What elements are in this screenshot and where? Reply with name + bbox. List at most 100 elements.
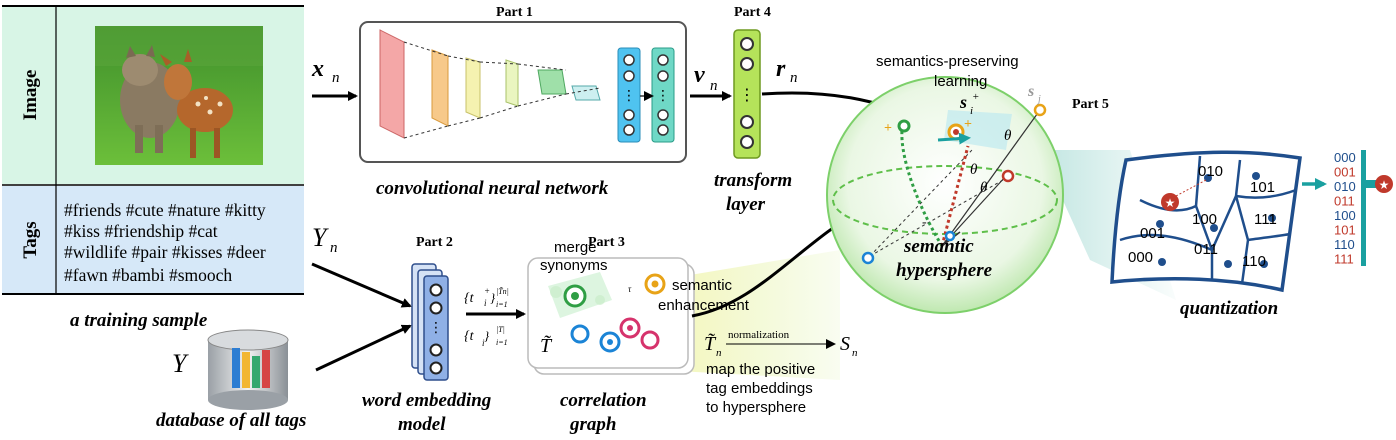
- svg-text:}: }: [490, 290, 496, 305]
- code-100: 100: [1334, 208, 1356, 223]
- part5-label: Part 5: [1072, 97, 1109, 112]
- svg-text:-: -: [922, 215, 927, 230]
- tag-line-2: #kiss #friendship #cat: [64, 221, 218, 241]
- code-bracket: ★: [1361, 150, 1393, 266]
- sp-learning-label-1: semantics-preserving: [876, 53, 1019, 70]
- svg-text:011: 011: [1194, 241, 1218, 258]
- svg-text:⋮: ⋮: [739, 87, 755, 104]
- map-note-2: tag embeddings: [706, 380, 813, 397]
- semantic-hypersphere: + + -: [826, 76, 1064, 314]
- tag-line-4: #fawn #bambi #smooch: [64, 265, 232, 285]
- semantic-caption-2: hypersphere: [896, 260, 993, 281]
- svg-text:+: +: [884, 121, 892, 136]
- quantization-cell-codes: 010 101 001 100 111 000 011 110: [1128, 163, 1277, 270]
- v-n-label: v n: [694, 62, 718, 94]
- svg-text:110: 110: [1242, 253, 1266, 270]
- svg-text:★: ★: [1379, 178, 1390, 192]
- correlation-graph: [527, 257, 695, 375]
- quantization-cells: ★: [1110, 150, 1302, 293]
- svg-text:111: 111: [1254, 211, 1277, 228]
- svg-text:010: 010: [1198, 163, 1223, 180]
- svg-text:{t: {t: [464, 329, 475, 344]
- code-010: 010: [1334, 179, 1356, 194]
- svg-text:i=1: i=1: [496, 338, 508, 347]
- svg-text:000: 000: [1128, 249, 1153, 266]
- part1-label: Part 1: [496, 5, 533, 20]
- svg-text:i: i: [970, 105, 973, 117]
- merge-label-2: synonyms: [540, 257, 608, 274]
- y-n-label: Y n: [312, 223, 338, 256]
- word-embedding-caption-2: model: [398, 414, 446, 435]
- svg-text:s: s: [959, 92, 967, 112]
- s-j-label: s j: [1027, 83, 1041, 105]
- svg-text:★: ★: [1165, 196, 1176, 210]
- correlation-caption-2: graph: [569, 414, 616, 435]
- svg-text:s: s: [1027, 83, 1034, 100]
- svg-text:n: n: [330, 240, 338, 256]
- svg-text:101: 101: [1250, 179, 1275, 196]
- svg-text:v: v: [694, 62, 705, 88]
- part4-label: Part 4: [734, 5, 771, 20]
- y-all-label: Y: [172, 349, 189, 378]
- cnn-layers: ⋮ ⋮: [379, 29, 675, 143]
- semantic-caption-1: semantic: [903, 236, 974, 257]
- training-sample-caption: a training sample: [70, 310, 208, 331]
- svg-text:⋮: ⋮: [622, 87, 636, 103]
- svg-text:001: 001: [1140, 225, 1165, 242]
- svg-text:⋮: ⋮: [656, 87, 670, 103]
- database-caption: database of all tags: [156, 410, 306, 431]
- svg-text:j: j: [1036, 94, 1041, 105]
- code-001: 001: [1334, 165, 1356, 180]
- graph-to-sphere-beam: [660, 250, 840, 380]
- code-000: 000: [1334, 150, 1356, 165]
- svg-text:normalization: normalization: [728, 329, 790, 341]
- tags-row-label: Tags: [20, 221, 41, 258]
- code-110: 110: [1334, 237, 1355, 252]
- svg-text:100: 100: [1192, 211, 1217, 228]
- cnn-box: [359, 21, 687, 163]
- tag-line-1: #friends #cute #nature #kitty: [64, 200, 266, 220]
- merge-label-1: merge: [554, 239, 597, 256]
- correlation-caption-1: correlation: [560, 390, 647, 411]
- svg-text:n: n: [716, 347, 722, 359]
- code-111: 111: [1334, 252, 1354, 267]
- svg-text:Y: Y: [172, 349, 189, 378]
- s-plus-label: s + i: [959, 91, 979, 117]
- svg-text:}: }: [484, 328, 490, 343]
- t-tilde-label: T̃: [540, 334, 553, 357]
- svg-text:n: n: [332, 70, 340, 86]
- svg-text:n: n: [852, 347, 858, 359]
- svg-text:Y: Y: [312, 223, 329, 252]
- word-embedding-caption-1: word embedding: [362, 390, 491, 411]
- training-sample-panel: Image Tags #friends #cute #nature #kitty…: [2, 5, 304, 331]
- tag-line-3: #wildlife #pair #kisses #deer: [64, 242, 266, 262]
- svg-text:|T̃n|: |T̃n|: [496, 287, 509, 296]
- map-note-3: to hypersphere: [706, 399, 806, 416]
- svg-text:+: +: [972, 91, 979, 103]
- transform-caption-1: transform: [714, 170, 792, 191]
- image-row-label: Image: [20, 70, 41, 121]
- part3-label: Part 3: [588, 235, 625, 250]
- svg-text:θ: θ: [980, 180, 988, 196]
- svg-text:S: S: [840, 333, 850, 355]
- svg-text:r: r: [776, 56, 786, 82]
- word-embedding-model: ⋮: [411, 263, 449, 381]
- cnn-caption: convolutional neural network: [376, 178, 609, 199]
- svg-text:i=1: i=1: [496, 300, 508, 309]
- svg-text:{t: {t: [464, 291, 475, 306]
- map-note-1: map the positive: [706, 361, 815, 378]
- transform-caption-2: layer: [726, 194, 766, 215]
- embedding-set-bottom: {t } i |T| i=1: [464, 325, 508, 348]
- svg-text:n: n: [710, 78, 718, 94]
- code-101: 101: [1334, 223, 1356, 238]
- transform-layer: ⋮: [733, 29, 761, 159]
- x-n-label: x n: [311, 56, 340, 86]
- svg-text:n: n: [790, 70, 798, 86]
- code-011: 011: [1334, 194, 1355, 209]
- enhancement-label-1: semantic: [672, 277, 733, 294]
- sp-learning-label-2: learning: [934, 73, 987, 90]
- embedding-set-top: {t + i } |T̃n| i=1: [464, 286, 509, 309]
- tags-row-background: [2, 186, 304, 294]
- quantization-caption: quantization: [1180, 298, 1278, 319]
